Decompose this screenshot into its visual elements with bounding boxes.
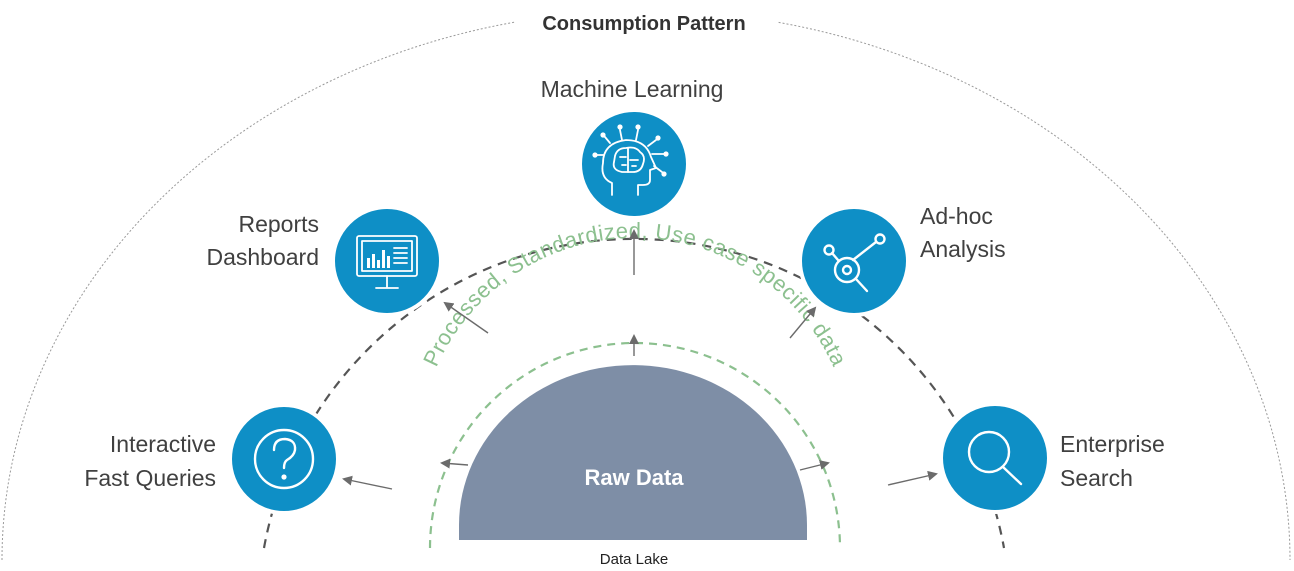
node-interactive-fast-queries xyxy=(228,403,340,515)
target-nodes-icon xyxy=(823,233,886,293)
arrow-inner-right xyxy=(799,460,830,471)
brain-head-icon xyxy=(592,124,669,196)
adhoc-analysis-label-line1: Ad-hoc xyxy=(920,203,993,229)
reports-dashboard-label-line1: Reports xyxy=(238,211,319,237)
interactive-fast-queries-label-line1: Interactive xyxy=(110,431,216,457)
enterprise-search-label-line2: Search xyxy=(1060,465,1133,491)
node-reports-dashboard xyxy=(331,205,443,317)
question-mark-icon xyxy=(253,428,315,490)
arrow-inner-left xyxy=(440,458,469,469)
consumption-dashed-arc xyxy=(262,237,1006,549)
enterprise-search-label-line1: Enterprise xyxy=(1060,431,1165,457)
reports-dashboard-label-line2: Dashboard xyxy=(206,244,319,270)
title-backdrop xyxy=(515,6,777,40)
processed-layer-label: Processed, Standardized, Use case specif… xyxy=(418,218,852,370)
raw-data-dome xyxy=(459,365,807,540)
monitor-chart-icon xyxy=(356,235,418,289)
arrow-to-reports-dashboard xyxy=(443,301,489,334)
arrow-to-enterprise-search xyxy=(887,470,938,486)
node-adhoc-analysis xyxy=(798,205,910,317)
interactive-fast-queries-label-line2: Fast Queries xyxy=(84,465,216,491)
node-enterprise-search xyxy=(939,402,1051,514)
processed-layer-arc xyxy=(428,341,842,549)
adhoc-analysis-label-line2: Analysis xyxy=(920,236,1006,262)
diagram-title: Consumption Pattern xyxy=(542,13,745,35)
arrow-to-adhoc-analysis xyxy=(789,306,817,339)
data-lake-label: Data Lake xyxy=(600,551,668,568)
machine-learning-label: Machine Learning xyxy=(541,76,724,102)
magnifier-icon xyxy=(967,430,1023,486)
node-machine-learning xyxy=(578,108,690,220)
raw-data-label: Raw Data xyxy=(584,465,684,490)
processed-layer-label-path: Processed, Standardized, Use case specif… xyxy=(418,218,851,370)
arrow-to-interactive-fast-queries xyxy=(342,475,393,490)
outer-boundary-arc xyxy=(1,10,1291,561)
